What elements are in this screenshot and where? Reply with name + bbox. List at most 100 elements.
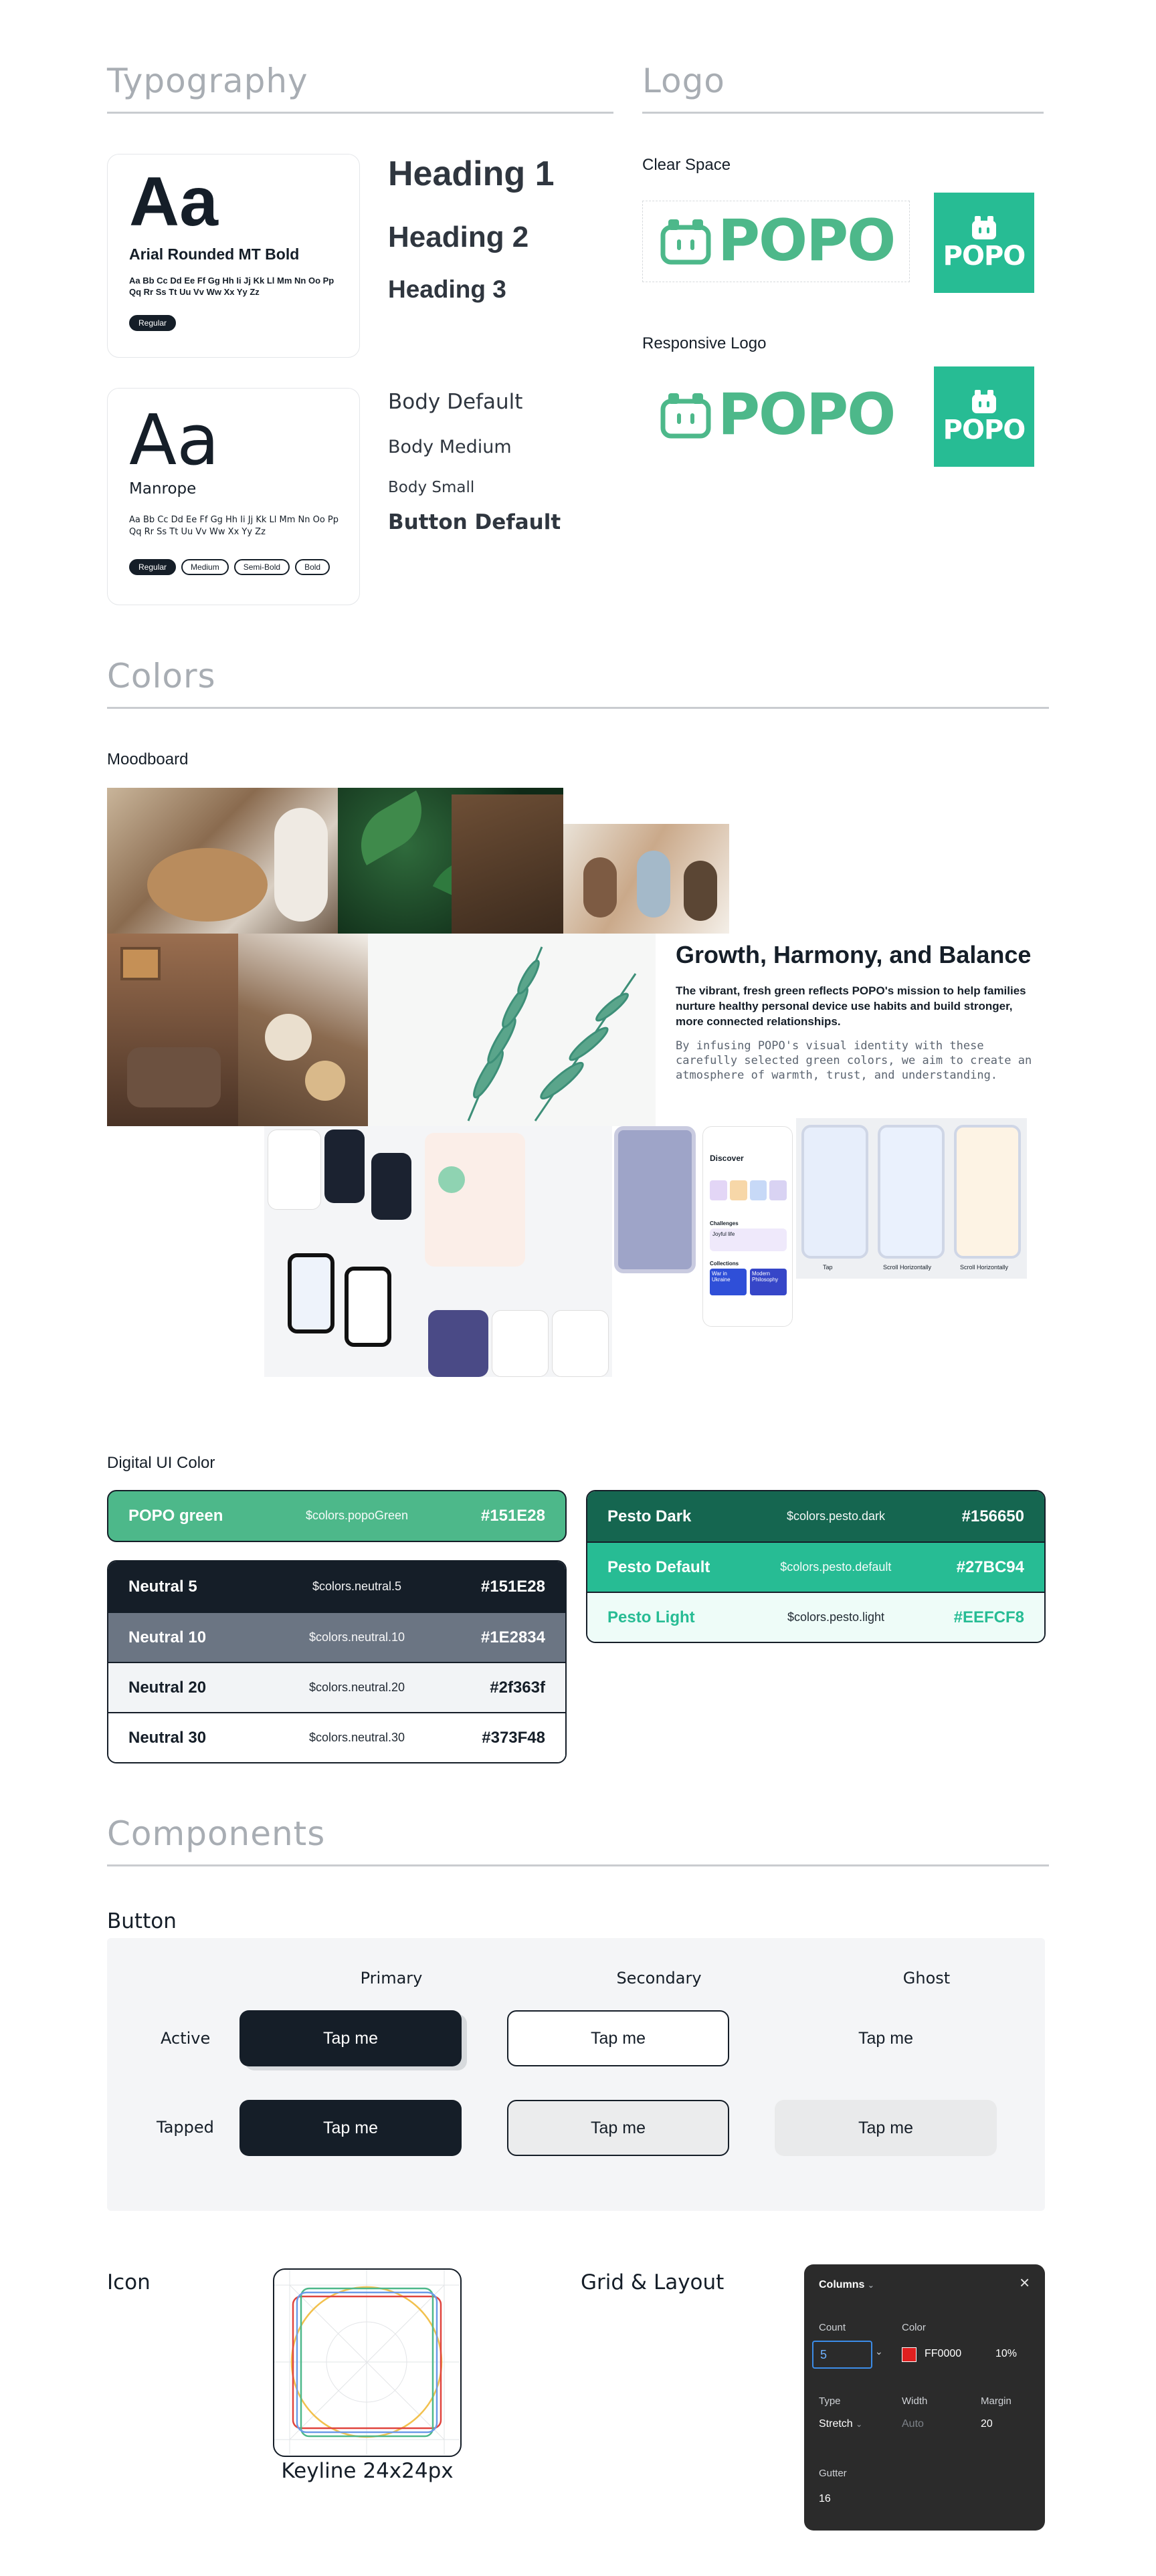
chevron-down-icon: ⌄	[867, 2280, 874, 2290]
font-card-arial: Aa Arial Rounded MT Bold Aa Bb Cc Dd Ee …	[107, 154, 360, 358]
count-input[interactable]: 5	[812, 2341, 872, 2369]
swatch-hex: #27BC94	[956, 1558, 1024, 1576]
tap-caption: Tap	[823, 1264, 833, 1271]
heading-3-sample: Heading 3	[388, 276, 506, 303]
popo-mascot-icon	[972, 390, 996, 413]
swatch-token: $colors.pesto.dark	[786, 1509, 886, 1523]
swatch-hex: #151E28	[480, 1506, 545, 1525]
primary-button-tapped[interactable]: Tap me	[239, 2100, 462, 2156]
primary-button-active[interactable]: Tap me	[239, 2010, 462, 2066]
components-section-title: Components	[107, 1814, 326, 1853]
shared-meal-photo	[238, 934, 368, 1126]
color-hex-value[interactable]: FF0000	[925, 2348, 962, 2359]
weight-regular-pill: Regular	[129, 315, 177, 331]
body-default-sample: Body Default	[388, 390, 523, 414]
challenges-title: Challenges	[710, 1220, 739, 1226]
count-chevron-icon[interactable]: ⌄	[875, 2346, 883, 2357]
swatch-token: $colors.pesto.default	[780, 1560, 892, 1574]
gutter-value[interactable]: 16	[819, 2493, 831, 2504]
heading-2-sample: Heading 2	[388, 221, 529, 253]
green-leaves-photo	[338, 788, 563, 934]
close-icon[interactable]: ×	[1020, 2272, 1030, 2292]
fern-photo	[368, 934, 656, 1126]
font-sample: Aa	[129, 163, 218, 241]
logo-wordmark-text: POPO	[718, 207, 896, 274]
swatch-name: Neutral 20	[128, 1678, 207, 1697]
swatch-pesto-dark: Pesto Dark $colors.pesto.dark #156650	[587, 1491, 1044, 1541]
moodboard-body: By infusing POPO's visual identity with …	[676, 1039, 1032, 1082]
swatch-neutral-10: Neutral 10 $colors.neutral.10 #1E2834	[108, 1612, 565, 1662]
width-label: Width	[902, 2395, 928, 2407]
components-divider	[107, 1864, 1049, 1866]
app-screen-rocket	[614, 1126, 696, 1273]
swatch-name: Pesto Dark	[607, 1507, 692, 1525]
type-select[interactable]: Stretch ⌄	[819, 2418, 863, 2430]
color-opacity-value[interactable]: 10%	[995, 2348, 1018, 2359]
colors-section-title: Colors	[107, 657, 216, 695]
keyline-frame	[273, 2268, 462, 2457]
swatch-name: Pesto Light	[607, 1608, 695, 1626]
swatch-pesto-default: Pesto Default $colors.pesto.default #27B…	[587, 1541, 1044, 1592]
body-small-sample: Body Small	[388, 479, 475, 496]
clear-space-guide	[642, 201, 910, 282]
scroll-caption-2: Scroll Horizontally	[960, 1264, 1009, 1271]
font-sample: Aa	[129, 399, 219, 481]
heading-1-sample: Heading 1	[388, 154, 555, 193]
columns-panel-title[interactable]: Columns ⌄	[819, 2279, 874, 2290]
living-room-photo	[107, 934, 238, 1126]
swatch-neutrals: Neutral 5 $colors.neutral.5 #151E28 Neut…	[107, 1560, 567, 1763]
button-default-sample: Button Default	[388, 510, 561, 534]
ghost-button-tapped[interactable]: Tap me	[775, 2100, 997, 2156]
moodboard-lead: The vibrant, fresh green reflects POPO's…	[676, 984, 1026, 1028]
swatch-hex: #151E28	[480, 1577, 545, 1596]
width-value[interactable]: Auto	[902, 2418, 924, 2430]
app-screen-discover: Discover Challenges Joyful life Collecti…	[702, 1126, 793, 1327]
swatch-name: Neutral 30	[128, 1728, 207, 1747]
icon-section-label: Icon	[107, 2270, 151, 2294]
logo-box-text: POPO	[943, 241, 1026, 272]
popo-logo-box-responsive: POPO	[934, 366, 1034, 467]
margin-label: Margin	[981, 2395, 1012, 2407]
logo-wordmark-text: POPO	[718, 381, 896, 448]
typography-divider	[107, 112, 613, 114]
columns-panel: Columns ⌄ × Count 5 ⌄ Color FF0000 10% T…	[804, 2264, 1045, 2531]
swatch-name: Neutral 5	[128, 1577, 197, 1596]
weight-semibold-pill: Semi-Bold	[233, 559, 290, 575]
ghost-button-active[interactable]: Tap me	[858, 2028, 913, 2048]
button-section-label: Button	[107, 1909, 177, 1933]
popo-mascot-icon	[972, 216, 996, 239]
font-alphabet: Aa Bb Cc Dd Ee Ff Gg Hh Ii Jj Kk Ll Mm N…	[129, 515, 339, 537]
app-screens-collage	[264, 1126, 612, 1377]
column-secondary-label: Secondary	[616, 1969, 702, 1988]
weight-regular-pill: Regular	[129, 559, 177, 575]
modern-card: Modern Philosophy	[750, 1269, 787, 1295]
logo-box-text: POPO	[943, 415, 1026, 445]
swatch-neutral-20: Neutral 20 $colors.neutral.20 #2f363f	[108, 1662, 565, 1712]
color-swatch[interactable]	[902, 2347, 917, 2362]
font-name: Manrope	[129, 480, 197, 498]
family-dinner-photo	[107, 788, 338, 934]
joyful-card: Joyful life	[710, 1228, 787, 1251]
margin-value[interactable]: 20	[981, 2418, 993, 2430]
swatch-name: Pesto Default	[607, 1558, 710, 1576]
clear-space-label: Clear Space	[642, 156, 731, 174]
swatch-neutral-30: Neutral 30 $colors.neutral.30 #373F48	[108, 1712, 565, 1762]
swatch-hex: #156650	[961, 1507, 1024, 1525]
scroll-caption-1: Scroll Horizontally	[883, 1264, 932, 1271]
count-label: Count	[819, 2322, 846, 2333]
swatch-token: $colors.neutral.20	[308, 1681, 405, 1694]
secondary-button-tapped[interactable]: Tap me	[507, 2100, 729, 2156]
secondary-button-active[interactable]: Tap me	[507, 2010, 729, 2066]
font-name: Arial Rounded MT Bold	[129, 245, 300, 263]
collections-title: Collections	[710, 1261, 739, 1267]
row-tapped-label: Tapped	[157, 2118, 214, 2137]
swatch-hex: #2f363f	[490, 1678, 545, 1697]
app-screens-scroll: Tap Scroll Horizontally Scroll Horizonta…	[796, 1118, 1027, 1279]
column-primary-label: Primary	[360, 1969, 423, 1988]
swatch-neutral-5: Neutral 5 $colors.neutral.5 #151E28	[108, 1562, 565, 1612]
logo-divider	[642, 112, 1044, 114]
war-card: War in Ukraine	[710, 1269, 747, 1295]
keyline-grid-icon	[274, 2270, 460, 2455]
popo-mascot-icon	[660, 393, 711, 439]
colors-divider	[107, 707, 1049, 709]
